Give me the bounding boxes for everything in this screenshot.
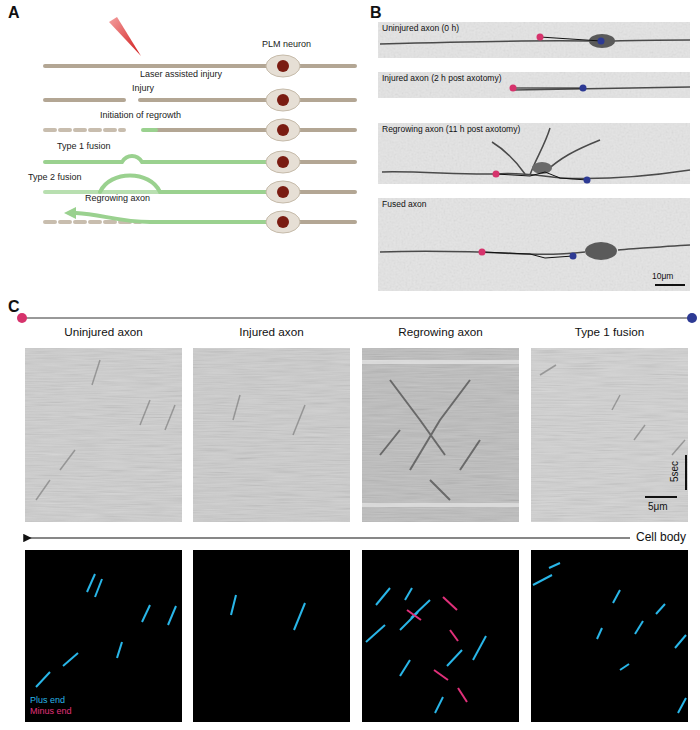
length-scale-bar [645, 496, 677, 498]
minus-end-tracks [407, 597, 467, 702]
annotation: Laser assisted injury [140, 70, 222, 80]
node-title: Injured axon (2 h post axotomy) [382, 74, 686, 83]
kymograph-panel [17, 313, 697, 722]
panel-letter: B [370, 4, 382, 22]
micrograph-strip: Uninjured axon (0 h) [378, 22, 690, 58]
plus-end-tracks [36, 563, 686, 713]
micrograph-strip: Regrowing axon (11 h post axotomy) [378, 123, 690, 184]
kymograph: Injured axon [193, 326, 350, 522]
kymograph: Uninjured axon [25, 326, 182, 522]
scale-label: 5sec [669, 461, 680, 482]
annotation: Regrowing axon [85, 194, 150, 204]
annotation: Injury [132, 84, 154, 94]
node-title: Injured axon [193, 326, 350, 339]
schematic-panel [45, 17, 355, 233]
kymograph: Type 1 fusion [531, 326, 688, 522]
neuron-bodies [266, 55, 300, 233]
micrograph-strip: Injured axon (2 h post axotomy) [378, 72, 690, 98]
micrograph-panel [378, 22, 690, 291]
annotation: Type 1 fusion [57, 142, 111, 152]
growth-cone [64, 207, 76, 219]
legend-text: Minus end [30, 707, 72, 717]
annotation: Type 2 fusion [28, 173, 82, 183]
kymograph: Regrowing axon [362, 326, 519, 522]
direction-arrow [30, 537, 630, 538]
annotation: PLM neuron [262, 40, 311, 50]
laser-beam [109, 17, 141, 56]
node-title: Uninjured axon (0 h) [382, 24, 686, 33]
panel-letter: C [8, 298, 20, 316]
node-title: Uninjured axon [25, 326, 182, 339]
node-title: Type 1 fusion [531, 326, 688, 339]
node-title: Regrowing axon (11 h post axotomy) [382, 125, 686, 134]
node-title: Fused axon [382, 200, 686, 209]
time-scale-bar [685, 455, 687, 490]
panel-letter: A [8, 4, 20, 22]
measure-dots [479, 34, 605, 260]
legend-text: Plus end [30, 696, 65, 706]
annotation: Initiation of regrowth [100, 111, 181, 121]
axis-label: Cell body [636, 531, 686, 544]
scale-label: 5μm [648, 501, 668, 512]
scale-label: 10μm [652, 272, 673, 281]
node-title: Regrowing axon [362, 326, 519, 339]
scale-bar [655, 284, 685, 286]
micrograph-strip: Fused axon [378, 198, 690, 291]
